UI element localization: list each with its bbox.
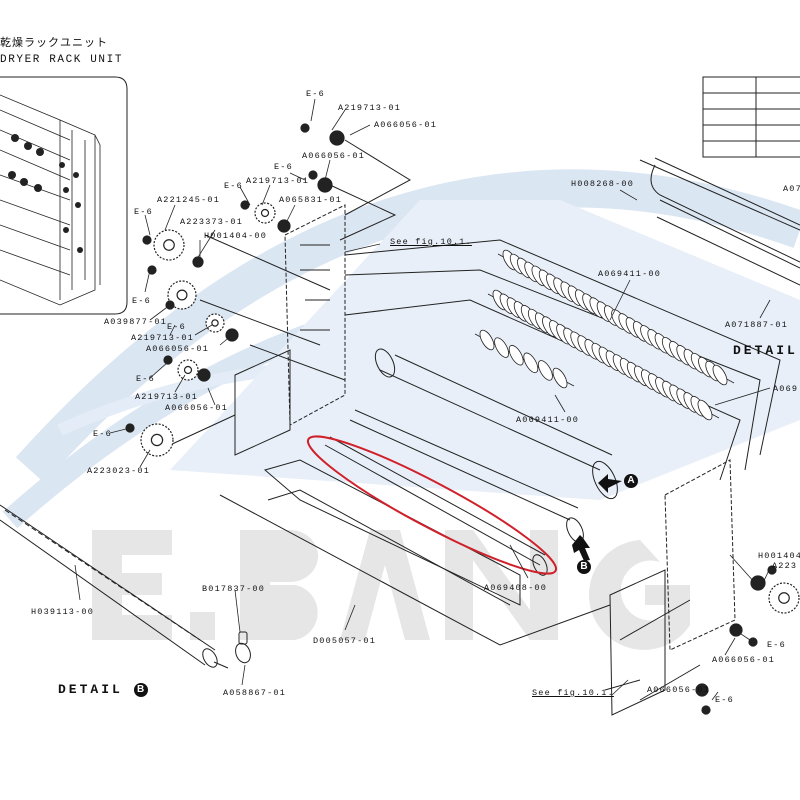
part-label: A223023-01 (87, 466, 151, 476)
part-label: E-6 (132, 296, 151, 306)
roller-coil (479, 329, 495, 351)
part-label: E-6 (93, 429, 112, 439)
part-label: H008268-00 (571, 179, 635, 189)
detail-a-heading: DETAIL (733, 343, 798, 358)
part-label: A221245-01 (157, 195, 221, 205)
part-label: A219713-01 (135, 392, 199, 402)
part-label: A066056-01 (374, 120, 438, 130)
part-label: H039113-00 (31, 607, 95, 617)
part-label: H001404 (758, 551, 800, 561)
part-label: A065831-01 (279, 195, 343, 205)
part-label: A066056-01 (647, 685, 711, 695)
title-english: DRYER RACK UNIT (0, 54, 124, 66)
part-label: A039877-01 (104, 317, 168, 327)
gear-icon (750, 575, 766, 591)
gear-hub (163, 239, 175, 251)
part-label-highlighted: A069408-00 (484, 583, 548, 593)
part-label: A219713-01 (131, 333, 195, 343)
roller-coil (538, 360, 553, 381)
gear-icon (147, 265, 157, 275)
part-label: E-6 (134, 207, 153, 217)
gear-hub (211, 319, 219, 327)
callout-b-badge: B (577, 560, 591, 574)
detail-a-text: DETAIL (733, 343, 798, 358)
part-label: D005057-01 (313, 636, 377, 646)
gears (125, 123, 800, 715)
part-label: E-6 (224, 181, 243, 191)
gear-icon (695, 683, 709, 697)
roller-coil (552, 367, 568, 389)
part-label: A066056-01 (165, 403, 229, 413)
gear-icon (142, 235, 152, 245)
roller-coil (523, 352, 539, 374)
part-label: E-6 (306, 89, 325, 99)
arrow-a (598, 474, 622, 493)
gear-hub (176, 289, 188, 301)
arrow-b (572, 535, 590, 561)
part-label: A07 (783, 184, 800, 194)
gear-icon (192, 256, 204, 268)
part-label: H001404-00 (204, 231, 268, 241)
callout-a-badge: A (624, 474, 638, 488)
gear-icon (701, 705, 711, 715)
detail-b-badge: B (133, 682, 148, 697)
gear-hub (150, 433, 164, 447)
coiled-rollers (474, 249, 735, 421)
part-label: E-6 (715, 695, 734, 705)
gear-icon (729, 623, 743, 637)
part-label: A058867-01 (223, 688, 287, 698)
gear-icon (197, 368, 211, 382)
part-label: B017837-00 (202, 584, 266, 594)
part-label: E-6 (136, 374, 155, 384)
gear-icon (317, 177, 333, 193)
watermark-swoosh (170, 200, 800, 500)
roller-coil (712, 364, 728, 386)
gear-icon (240, 200, 250, 210)
part-label: A066056-01 (712, 655, 776, 665)
gear-icon (300, 123, 310, 133)
gear-hub (183, 365, 193, 375)
highlight-ellipse (306, 435, 558, 575)
gear-hub (260, 208, 270, 218)
title-japanese: 乾燥ラックユニット (0, 36, 108, 49)
part-label: E-6 (167, 322, 186, 332)
part-label: A069411-00 (598, 269, 662, 279)
overview-inset (0, 76, 128, 315)
gear-icon (308, 170, 318, 180)
roller-coil (508, 344, 524, 366)
gear-icon (329, 130, 345, 146)
gear-icon (277, 219, 291, 233)
part-label: A069 (773, 384, 799, 394)
see-fig-link[interactable]: See fig.10.1. (532, 688, 614, 698)
gear-icon (163, 355, 173, 365)
watermark-letters (92, 530, 690, 650)
part-label: E-6 (767, 640, 786, 650)
part-label: A069411-00 (516, 415, 580, 425)
part-label: A223 (772, 561, 798, 571)
part-label: A223373-01 (180, 217, 244, 227)
part-label: A219713-01 (246, 176, 310, 186)
leader-lines (74, 98, 771, 701)
part-label: E-6 (274, 162, 293, 172)
gear-hub (778, 592, 790, 604)
detail-b-heading: DETAIL B (58, 682, 148, 697)
gear-icon (748, 637, 758, 647)
parts-table (702, 76, 800, 158)
roller-coil (697, 399, 713, 421)
roller-coil (494, 337, 510, 358)
detail-b-text: DETAIL (58, 682, 123, 697)
part-label: A219713-01 (338, 103, 402, 113)
part-label: A066056-01 (146, 344, 210, 354)
part-label: A066056-01 (302, 151, 366, 161)
see-fig-link[interactable]: See fig.10.1. (390, 237, 472, 247)
part-label: A071887-01 (725, 320, 789, 330)
